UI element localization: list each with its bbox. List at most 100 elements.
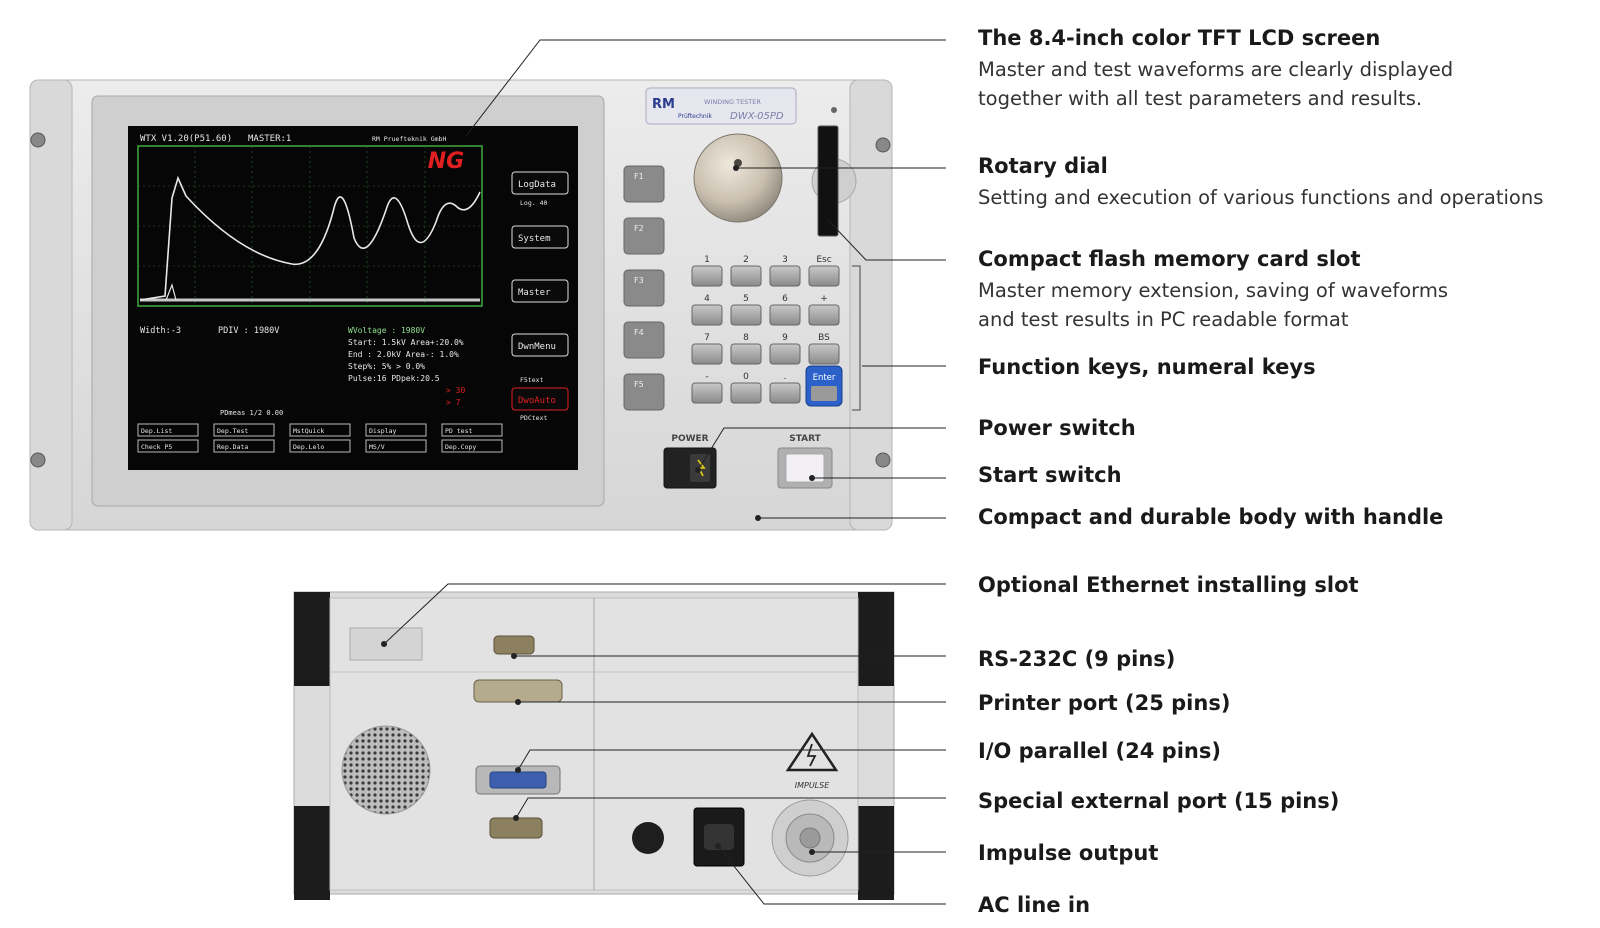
callout-special-port: Special external port (15 pins) — [978, 788, 1588, 814]
key-4[interactable] — [691, 304, 723, 326]
printer-port[interactable] — [473, 679, 563, 703]
key-label-enter: Enter — [813, 373, 836, 383]
result-1: > 7 — [446, 398, 461, 407]
callout-desc-line: Master and test waveforms are clearly di… — [978, 58, 1454, 81]
screen-btn-3[interactable] — [365, 423, 427, 437]
softkey-system[interactable] — [511, 225, 569, 249]
key-plus[interactable] — [808, 304, 840, 326]
brand-name: RM — [652, 97, 675, 112]
key-5[interactable] — [730, 304, 762, 326]
softkey-note: Log. 40 — [520, 199, 547, 207]
front-unit: WTX V1.20(P51.60) MASTER:1 RM Prueftekni… — [29, 79, 893, 531]
fkey-5-label: F5 — [634, 380, 644, 389]
screen-header-mid: MASTER:1 — [248, 134, 291, 144]
screen-btn-9-label: Dep.Copy — [445, 443, 476, 451]
callout-title: Rotary dial — [978, 154, 1108, 178]
fkey-5[interactable] — [623, 373, 665, 411]
softkey-master[interactable] — [511, 279, 569, 303]
screen-btn-7[interactable] — [289, 439, 351, 453]
screen-btn-8[interactable] — [365, 439, 427, 453]
cf-card-slot[interactable] — [811, 107, 857, 237]
callout-desc-line: and test results in PC readable format — [978, 308, 1349, 331]
rotary-dial[interactable] — [693, 133, 783, 223]
softkey-master-label: Master — [518, 288, 551, 298]
fkey-1[interactable] — [623, 165, 665, 203]
key-label-7: 7 — [704, 333, 710, 343]
softkey-dwnmenu-label: DwnMenu — [518, 342, 556, 352]
callout-title: AC line in — [978, 893, 1091, 917]
callout-desc-line: Setting and execution of various functio… — [978, 186, 1544, 209]
fkey-1-label: F1 — [634, 172, 644, 181]
fkey-2-label: F2 — [634, 224, 644, 233]
screen-btn-9[interactable] — [441, 439, 503, 453]
key-1[interactable] — [691, 265, 723, 287]
softkey-dwnmenu[interactable] — [511, 333, 569, 357]
key-6[interactable] — [769, 304, 801, 326]
key-label-6: 6 — [782, 294, 788, 304]
softkey-logdata[interactable] — [511, 171, 569, 195]
key-bs[interactable] — [808, 343, 840, 365]
callout-title: Start switch — [978, 463, 1122, 487]
softkey-dwoauto[interactable] — [511, 387, 569, 411]
callout-title: Compact and durable body with handle — [978, 505, 1444, 529]
brand-plate: RM Prüftechnik WINDING TESTER DWX-05PD — [645, 87, 797, 125]
key-dot[interactable] — [769, 382, 801, 404]
callout-desc: Master memory extension, saving of wavef… — [978, 276, 1588, 334]
io-parallel-port[interactable] — [489, 771, 547, 789]
callout-printer-port: Printer port (25 pins) — [978, 690, 1588, 716]
key-label-minus: - — [705, 372, 708, 382]
callout-rs232: RS-232C (9 pins) — [978, 646, 1588, 672]
screen-btn-3-label: Display — [369, 427, 396, 435]
key-7[interactable] — [691, 343, 723, 365]
key-label-esc: Esc — [816, 255, 831, 265]
key-0[interactable] — [730, 382, 762, 404]
numeral-keypad: 1 2 3 Esc 4 5 6 + 7 8 9 BS - 0 — [691, 255, 861, 411]
ethernet-slot[interactable] — [349, 627, 423, 661]
callout-lcd-screen: The 8.4-inch color TFT LCD screen Master… — [978, 25, 1588, 113]
screen-header-left: WTX V1.20(P51.60) — [140, 134, 232, 144]
callout-start-switch: Start switch — [978, 462, 1588, 488]
screen-btn-6[interactable] — [213, 439, 275, 453]
callout-title: Special external port (15 pins) — [978, 789, 1340, 813]
screen-btn-4-label: PD test — [445, 427, 472, 435]
rear-unit: IMPULSE — [293, 591, 895, 900]
key-9[interactable] — [769, 343, 801, 365]
callout-desc-line: together with all test parameters and re… — [978, 87, 1423, 110]
fkey-4[interactable] — [623, 321, 665, 359]
function-keys: F1 F2 F3 F4 F5 — [623, 165, 665, 411]
screen-btn-2-label: MstQuick — [293, 427, 324, 435]
key-label-plus: + — [820, 294, 828, 304]
high-voltage-warning-icon — [785, 731, 839, 772]
softkey-dwoauto-label: DwoAuto — [518, 396, 556, 406]
fkey-3-label: F3 — [634, 276, 644, 285]
screen-btn-5[interactable] — [137, 439, 199, 453]
param-0: WVoltage : 1980V — [348, 326, 425, 335]
fkey-3[interactable] — [623, 269, 665, 307]
key-minus[interactable] — [691, 382, 723, 404]
callout-function-keys: Function keys, numeral keys — [978, 354, 1588, 380]
callout-io-parallel: I/O parallel (24 pins) — [978, 738, 1588, 764]
key-2[interactable] — [730, 265, 762, 287]
start-switch[interactable] — [777, 447, 833, 489]
rs232-port[interactable] — [493, 635, 535, 655]
fkey-4-label: F4 — [634, 328, 644, 337]
leader-lines — [383, 39, 946, 905]
fkey-2[interactable] — [623, 217, 665, 255]
key-8[interactable] — [730, 343, 762, 365]
screen-btn-2[interactable] — [289, 423, 351, 437]
softkey-logdata-label: LogData — [518, 180, 556, 190]
callout-desc: Master and test waveforms are clearly di… — [978, 55, 1588, 113]
screen-btn-7-label: Dep.Lelo — [293, 443, 324, 451]
key-label-0: 0 — [743, 372, 749, 382]
key-esc[interactable] — [808, 265, 840, 287]
callout-ethernet-slot: Optional Ethernet installing slot — [978, 572, 1588, 598]
screen-btn-0[interactable] — [137, 423, 199, 437]
key-label-3: 3 — [782, 255, 788, 265]
screen-btn-1[interactable] — [213, 423, 275, 437]
power-switch[interactable] — [663, 447, 717, 489]
screen-btn-4[interactable] — [441, 423, 503, 437]
key-3[interactable] — [769, 265, 801, 287]
key-label-dot: . — [784, 372, 787, 382]
callout-title: RS-232C (9 pins) — [978, 647, 1176, 671]
